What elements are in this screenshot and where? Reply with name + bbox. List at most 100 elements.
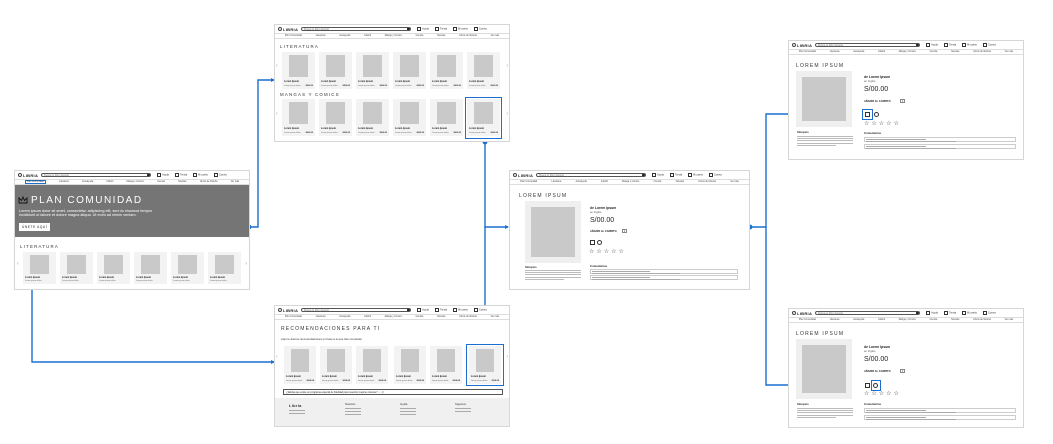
nav-item[interactable]: Infantil: [878, 319, 885, 321]
bookmark-icon[interactable]: [865, 383, 870, 388]
nav-item[interactable]: Ver más: [490, 35, 500, 37]
carousel-next-icon[interactable]: ›: [506, 111, 508, 117]
search-input[interactable]: Busca tu libro favorito: [301, 308, 412, 312]
nav-item[interactable]: Plan Comunidad: [284, 316, 302, 318]
add-to-cart-button[interactable]: AÑADIR AL CARRITO: [864, 100, 891, 103]
util-help[interactable]: Ayuda: [417, 308, 429, 312]
logo[interactable]: LIBRIA: [278, 27, 298, 32]
nav-item[interactable]: Autoayuda: [339, 316, 351, 318]
nav-item[interactable]: Autoayuda: [853, 51, 865, 53]
util-account[interactable]: Cuenta: [709, 173, 722, 177]
bookmark-icon[interactable]: [865, 112, 870, 117]
share-icon[interactable]: [597, 240, 602, 245]
nav-item[interactable]: Literatura: [829, 319, 840, 321]
util-account[interactable]: Cuenta: [983, 311, 996, 315]
carousel-prev-icon[interactable]: ‹: [276, 354, 278, 360]
nav-item[interactable]: Literatura: [59, 181, 69, 183]
nav-item[interactable]: Plan Comunidad: [284, 35, 302, 37]
carousel-prev-icon[interactable]: ‹: [276, 111, 278, 117]
nav-item[interactable]: Novelas: [951, 319, 960, 321]
nav-item[interactable]: Novelas: [437, 35, 446, 37]
nav-item[interactable]: Libros de historia: [459, 35, 477, 37]
nav-item[interactable]: Libros de historia: [973, 319, 991, 321]
nav-item[interactable]: Ver más: [1004, 51, 1014, 53]
share-icon[interactable]: [873, 383, 878, 388]
util-account[interactable]: Cuenta: [983, 43, 996, 47]
nav-item[interactable]: Ver más: [730, 181, 739, 183]
search-input[interactable]: Busca tu libro favorito: [536, 173, 647, 177]
nav-item[interactable]: Ver más: [490, 316, 500, 318]
logo[interactable]: LIBRIA: [792, 43, 812, 48]
nav-item[interactable]: Manga y Comics: [384, 35, 402, 37]
search-input[interactable]: Busca tu libro favorito: [301, 27, 412, 31]
nav-item[interactable]: Infantil: [601, 181, 608, 183]
nav-item[interactable]: Infantil: [364, 35, 371, 37]
util-cart[interactable]: Mi carrito: [688, 173, 703, 177]
quantity-stepper[interactable]: 1: [900, 99, 905, 103]
nav-item[interactable]: Novelas: [178, 181, 187, 183]
search-icon[interactable]: [916, 44, 920, 46]
util-help[interactable]: Ayuda: [926, 43, 938, 47]
nav-item[interactable]: Infantil: [106, 181, 114, 183]
search-icon[interactable]: [407, 309, 411, 311]
nav-item[interactable]: Ver más: [1004, 319, 1014, 321]
nav-item[interactable]: Plan Comunidad: [798, 319, 816, 321]
util-cart[interactable]: Mi carrito: [193, 173, 208, 177]
nav-item[interactable]: Novelas: [951, 51, 960, 53]
add-to-cart-button[interactable]: AÑADIR AL CARRITO: [864, 370, 891, 373]
join-button[interactable]: ÚNETE AQUÍ: [19, 223, 51, 231]
share-icon[interactable]: [874, 112, 879, 117]
carousel-prev-icon[interactable]: ‹: [276, 63, 278, 69]
survey-bar[interactable]: ¿Sabías que existe un programa especial …: [283, 389, 503, 395]
nav-item[interactable]: Literatura: [315, 35, 326, 37]
quantity-stepper[interactable]: 1: [622, 229, 627, 233]
util-store[interactable]: Tienda: [670, 173, 682, 177]
util-help[interactable]: Ayuda: [417, 27, 429, 31]
search-icon[interactable]: [407, 28, 411, 30]
util-help[interactable]: Ayuda: [926, 311, 938, 315]
util-account[interactable]: Cuenta: [474, 27, 487, 31]
rating-stars[interactable]: ☆☆☆☆☆: [589, 249, 626, 255]
nav-item[interactable]: Libros de historia: [698, 181, 716, 183]
nav-item[interactable]: Ver más: [230, 181, 240, 183]
bookmark-icon[interactable]: [590, 240, 595, 245]
carousel-next-icon[interactable]: ›: [506, 354, 508, 360]
nav-item[interactable]: Autoayuda: [853, 319, 865, 321]
emoji-rating-icon[interactable]: ☺ ☹: [378, 391, 384, 394]
search-icon[interactable]: [916, 312, 920, 314]
nav-item[interactable]: Infantil: [364, 316, 371, 318]
nav-item[interactable]: Literatura: [829, 51, 840, 53]
util-store[interactable]: Tienda: [175, 173, 187, 177]
rating-stars[interactable]: ☆☆☆☆☆: [864, 121, 901, 127]
util-cart[interactable]: Mi carrito: [962, 311, 977, 315]
logo[interactable]: LIBRIA: [792, 311, 812, 316]
nav-item[interactable]: Novelas: [675, 181, 684, 183]
search-input[interactable]: Busca tu libro favorito: [41, 173, 152, 177]
quantity-stepper[interactable]: 1: [900, 369, 905, 373]
logo[interactable]: LIBRIA: [513, 173, 533, 178]
nav-item-plan-comunidad[interactable]: Plan Comunidad: [24, 180, 46, 184]
nav-item[interactable]: Infantil: [878, 51, 885, 53]
carousel-next-icon[interactable]: ›: [245, 261, 247, 267]
nav-item[interactable]: Autoayuda: [82, 181, 94, 183]
util-help[interactable]: Ayuda: [157, 173, 169, 177]
nav-item[interactable]: Ciencia: [929, 319, 938, 321]
nav-item[interactable]: Ciencia: [157, 181, 165, 183]
nav-item[interactable]: Manga y Comics: [384, 316, 402, 318]
nav-item[interactable]: Literatura: [551, 181, 562, 183]
search-icon[interactable]: [642, 174, 646, 176]
